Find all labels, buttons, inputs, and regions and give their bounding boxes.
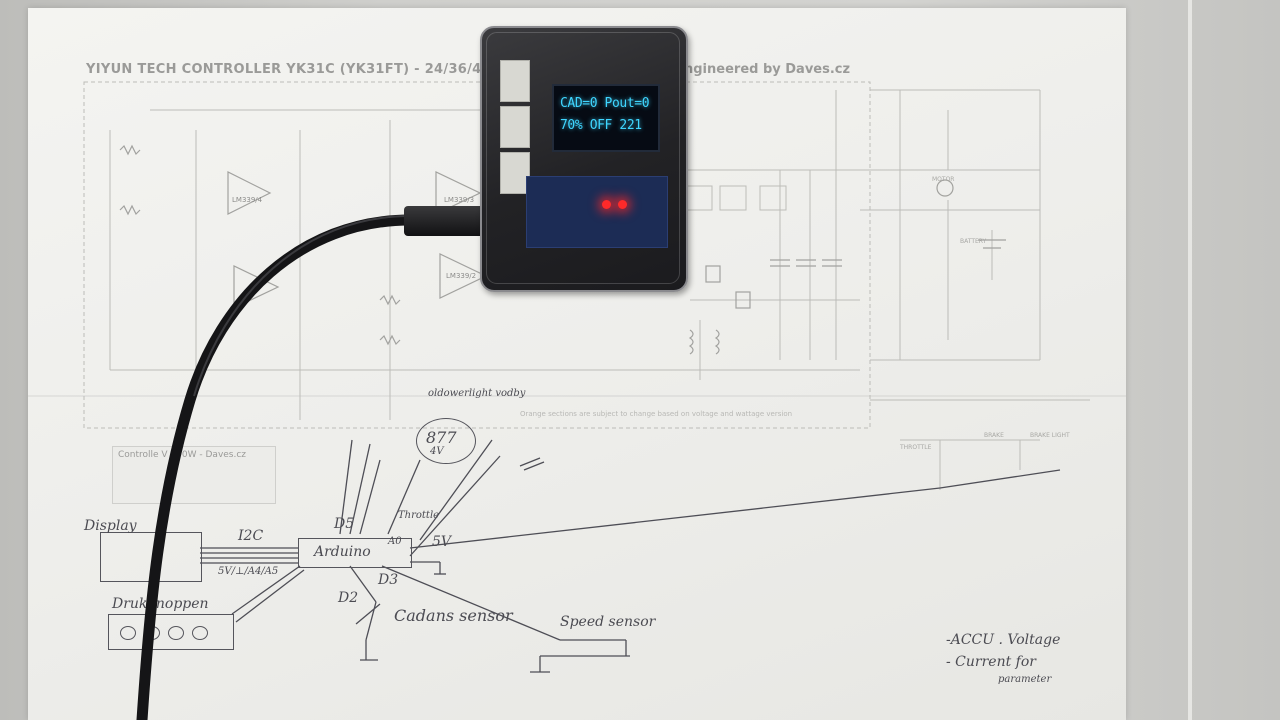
voltmeter-gauge bbox=[416, 418, 476, 464]
oled-display bbox=[552, 84, 660, 152]
parameter-note: parameter bbox=[998, 674, 1052, 685]
throttle-note: Throttle bbox=[398, 510, 440, 521]
d5-note: D5 bbox=[334, 516, 355, 532]
a0-note: A0 bbox=[388, 536, 402, 547]
d3-note: D3 bbox=[378, 572, 399, 588]
motor-label: MOTOR bbox=[932, 176, 955, 183]
usb-plug-boot bbox=[404, 206, 486, 236]
current-note: - Current for bbox=[946, 654, 1036, 670]
opamp-label-2: LM339/2 bbox=[446, 272, 477, 280]
brake-label: BRAKE bbox=[984, 432, 1004, 439]
battery-label: BATTERY bbox=[960, 238, 987, 245]
gauge-unit: 4V bbox=[430, 446, 444, 457]
spec-table-title: Controlle V 800W - Daves.cz bbox=[118, 450, 247, 460]
gauge-value: 877 bbox=[426, 428, 457, 447]
button-circle bbox=[120, 626, 136, 640]
buttons-box bbox=[108, 614, 234, 650]
opamp-label-3: LM339/3 bbox=[444, 196, 475, 204]
gauge-top-note: oldowerlight vodby bbox=[428, 388, 526, 399]
speed-sensor-note: Speed sensor bbox=[560, 614, 656, 630]
device-clear-case bbox=[486, 32, 680, 284]
i2c-note: I2C bbox=[238, 528, 264, 544]
cadence-sensor-note: Cadans sensor bbox=[394, 606, 513, 625]
d2-note: D2 bbox=[338, 590, 359, 606]
power-led bbox=[618, 200, 627, 209]
oled-line-2: 70% OFF 221 bbox=[560, 118, 642, 133]
tape-strip bbox=[500, 152, 530, 194]
paper-fold bbox=[28, 395, 1126, 397]
schematic-title-right: ngineered by Daves.cz bbox=[684, 62, 851, 77]
oled-line-1: CAD=0 Pout=0 bbox=[560, 96, 650, 111]
accu-voltage-note: -ACCU . Voltage bbox=[946, 632, 1061, 648]
arduino-note: Arduino bbox=[314, 544, 371, 560]
pins-note: 5V/⊥/A4/A5 bbox=[218, 566, 279, 577]
tape-strip bbox=[500, 106, 530, 148]
button-circle bbox=[168, 626, 184, 640]
status-led bbox=[602, 200, 611, 209]
brake-light-label: BRAKE LIGHT bbox=[1030, 432, 1070, 439]
wall-edge bbox=[1188, 0, 1192, 720]
orange-sections-note: Orange sections are subject to change ba… bbox=[520, 410, 793, 418]
buttons-note: Drukknoppen bbox=[112, 596, 209, 612]
spec-table bbox=[112, 446, 276, 504]
tape-strip bbox=[500, 60, 530, 102]
throttle-label: THROTTLE bbox=[900, 444, 932, 451]
display-note: Display bbox=[84, 518, 137, 534]
opamp-label-4: LM339/4 bbox=[232, 196, 263, 204]
schematic-title: YIYUN TECH CONTROLLER YK31C (YK31FT) - 2… bbox=[86, 62, 516, 77]
5v-note: 5V bbox=[432, 534, 452, 550]
button-circle bbox=[192, 626, 208, 640]
arduino-box bbox=[298, 538, 412, 568]
arduino-nano-board bbox=[526, 176, 668, 248]
